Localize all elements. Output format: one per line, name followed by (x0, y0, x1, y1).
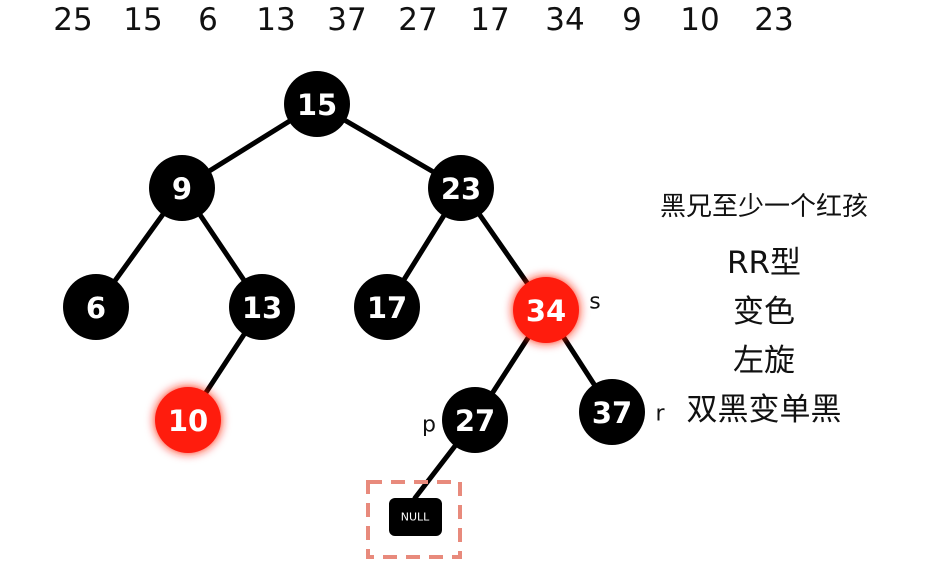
black-node-circle (428, 155, 494, 221)
node-value: 34 (526, 294, 566, 328)
node-value: 27 (455, 404, 495, 438)
node-value: 10 (168, 404, 208, 438)
tree-node-34: 34 (513, 277, 579, 343)
sequence-number: 23 (754, 2, 794, 38)
black-node-circle (579, 379, 645, 445)
node-value: 9 (172, 172, 192, 206)
null-label: NULL (401, 511, 430, 524)
node-tag-p: p (422, 413, 436, 438)
black-node-circle (442, 387, 508, 453)
tree-node-37: 37 (579, 379, 645, 445)
node-tag-r: r (655, 402, 665, 427)
tree-node-23: 23 (428, 155, 494, 221)
node-value: 23 (441, 172, 481, 206)
step-rotate-left: 左旋 (733, 343, 795, 379)
sequence-number: 6 (198, 2, 218, 38)
node-value: 6 (86, 291, 106, 325)
black-node-circle (284, 71, 350, 137)
case-heading: 黑兄至少一个红孩 (659, 192, 868, 222)
node-value: 37 (592, 396, 632, 430)
case-type: RR型 (726, 245, 802, 281)
sequence-number: 10 (680, 2, 720, 38)
black-node-circle (229, 274, 295, 340)
node-value: 17 (367, 291, 407, 325)
sequence-number: 27 (398, 2, 438, 38)
tree-node-27: 27 (442, 387, 508, 453)
tree-node-17: 17 (354, 274, 420, 340)
black-node-circle (354, 274, 420, 340)
tree-node-6: 6 (63, 274, 129, 340)
sequence-number: 34 (545, 2, 585, 38)
tree-node-9: 9 (149, 155, 215, 221)
null-highlight-box (366, 480, 462, 559)
null-leaf: NULL (366, 480, 462, 559)
black-node-circle (63, 274, 129, 340)
step-double-black: 双黑变单黑 (686, 392, 842, 428)
red-node-circle (155, 387, 221, 453)
step-recolor: 变色 (733, 294, 795, 330)
node-value: 15 (297, 88, 337, 122)
sequence-number: 13 (256, 2, 296, 38)
sequence-number: 25 (53, 2, 93, 38)
node-value: 13 (242, 291, 282, 325)
sequence-number: 17 (470, 2, 510, 38)
insertion-sequence: 25 15 6 13 37 27 17 34 9 10 23 (0, 0, 926, 46)
tree-node-10: 10 (155, 387, 221, 453)
node-tag-s: s (589, 290, 600, 315)
black-node-circle (149, 155, 215, 221)
tree-node-13: 13 (229, 274, 295, 340)
null-node (389, 498, 442, 536)
sequence-number: 15 (123, 2, 163, 38)
tree-node-15: 15 (284, 71, 350, 137)
red-node-circle (513, 277, 579, 343)
sequence-number: 37 (327, 2, 367, 38)
sequence-number: 9 (622, 2, 642, 38)
case-notes: 黑兄至少一个红孩 RR型 变色 左旋 双黑变单黑 (650, 186, 878, 435)
tree-nodes: 15 9 23 6 13 17 34 s 10 27 p 37 r (63, 71, 665, 453)
